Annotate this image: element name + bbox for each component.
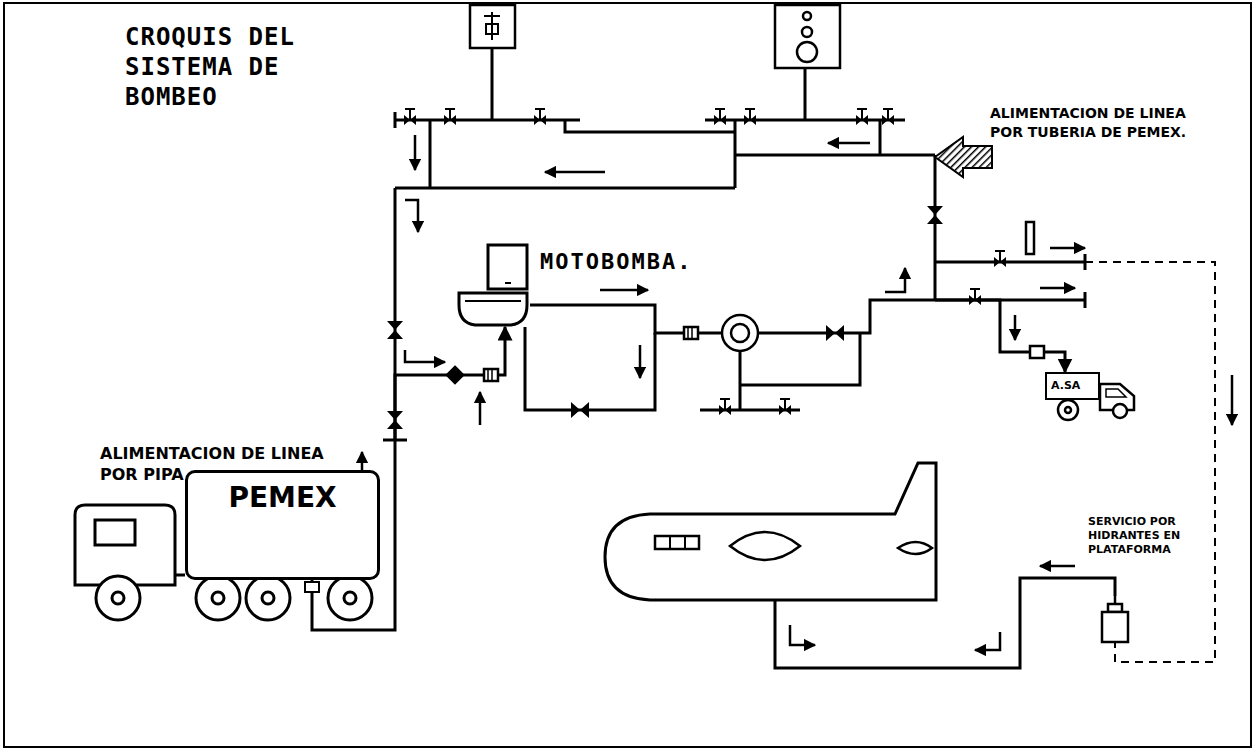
valves: [444, 109, 456, 125]
pump-outline: [455, 243, 530, 327]
flow-arrows: [1040, 287, 1075, 290]
tanker-truck: [196, 576, 240, 620]
pipe-lines: [383, 48, 1115, 668]
service-truck: [1058, 400, 1078, 420]
valves: [856, 109, 868, 125]
flow-arrows: [414, 135, 417, 170]
airplane: [605, 463, 936, 600]
hydrant: [1102, 612, 1128, 642]
airplane: [605, 463, 936, 600]
tanker-truck: [75, 505, 175, 585]
tanker-truck: [112, 592, 124, 604]
flow-arrows: [975, 632, 1000, 650]
tanks-filters: [731, 324, 749, 342]
pump-outline: [465, 300, 521, 302]
tanks-filters: [802, 27, 812, 37]
tanks-filters: [484, 12, 500, 40]
pipe-lines: [383, 48, 1115, 668]
truck-cargo-box: A.SA: [1045, 372, 1100, 400]
flow-arrows: [405, 200, 418, 232]
flow-arrows: [1231, 375, 1234, 425]
service-truck: [1065, 407, 1071, 413]
pump-outline: [459, 293, 527, 325]
valves: [779, 399, 791, 415]
valves: [719, 399, 731, 415]
tanks-filters: [684, 327, 698, 339]
airplane: [655, 536, 699, 549]
valves: [387, 321, 403, 339]
flow-arrows: [479, 392, 482, 425]
tanks-filters: [484, 369, 498, 381]
valves: [571, 402, 589, 418]
tanker-body: PEMEX: [185, 470, 380, 580]
valves: [994, 251, 1006, 267]
motor-pump: MOTOBOMBA.: [455, 243, 530, 327]
pump-outline: [505, 282, 511, 284]
tanks-filters: [1026, 222, 1034, 254]
valves: [826, 325, 844, 341]
flow-arrows: [828, 142, 870, 145]
tanks-filters: [775, 5, 840, 68]
tanks-filters: [488, 369, 492, 381]
service-truck: [1106, 389, 1126, 397]
tanks-filters: [447, 5, 1034, 383]
tanker-truck: [328, 576, 372, 620]
tanker-truck: [95, 520, 135, 545]
airplane: [898, 542, 932, 554]
tanks-filters: [722, 315, 758, 351]
airplane: [670, 536, 685, 549]
flow-arrows: [362, 135, 1232, 650]
valves: [714, 109, 726, 125]
flow-arrows: [1040, 565, 1075, 568]
dashed-hose: [1085, 262, 1215, 662]
valves: [387, 109, 1006, 429]
valves: [927, 206, 943, 224]
node-text: PEMEX: [228, 481, 336, 515]
flow-arrows: [639, 345, 642, 378]
hydrant: [1102, 596, 1128, 642]
valves: [534, 109, 546, 125]
tanks-filters: [797, 42, 817, 62]
pipe-connector: [530, 300, 1065, 372]
service-truck: [1113, 404, 1127, 418]
flow-arrows: [885, 268, 905, 292]
tanks-filters: [470, 5, 515, 48]
flow-arrows: [1050, 247, 1085, 250]
airplane: [730, 532, 800, 560]
note-label: SERVICIO POR HIDRANTES EN PLATAFORMA: [1088, 515, 1200, 557]
valves: [387, 411, 403, 429]
flow-arrows: [790, 625, 815, 645]
note-label: ALIMENTACION DE LINEA POR TUBERIA DE PEM…: [990, 104, 1215, 142]
tanker-truck: [344, 592, 356, 604]
tanker-truck: [175, 574, 185, 577]
valves: [744, 109, 756, 125]
supply-arrow: [935, 137, 992, 177]
tanks-filters: [688, 327, 692, 339]
service-truck: [1030, 346, 1134, 420]
valves: [969, 289, 981, 305]
tanker-truck: [246, 576, 290, 620]
tanker-truck: [305, 582, 319, 592]
service-truck: [1030, 346, 1044, 358]
flow-arrows: [1014, 315, 1017, 340]
tanker-truck: [96, 576, 140, 620]
flow-arrows: [600, 289, 648, 292]
node-text: MOTOBOMBA.: [540, 249, 692, 274]
flow-arrows: [545, 171, 605, 174]
frame: [4, 3, 1251, 747]
tanker-truck: [212, 592, 224, 604]
valves: [404, 109, 416, 125]
diagram-title: CROQUIS DEL SISTEMA DE BOMBEO: [125, 22, 305, 112]
tanks-filters: [803, 12, 811, 20]
pump-outline: [488, 245, 527, 289]
valves: [882, 109, 894, 125]
tanks-filters: [447, 367, 463, 383]
tanker-truck: [262, 592, 274, 604]
node-text: A.SA: [1051, 379, 1080, 392]
pipe-caps: [395, 112, 1085, 308]
flow-arrows: [405, 350, 445, 362]
